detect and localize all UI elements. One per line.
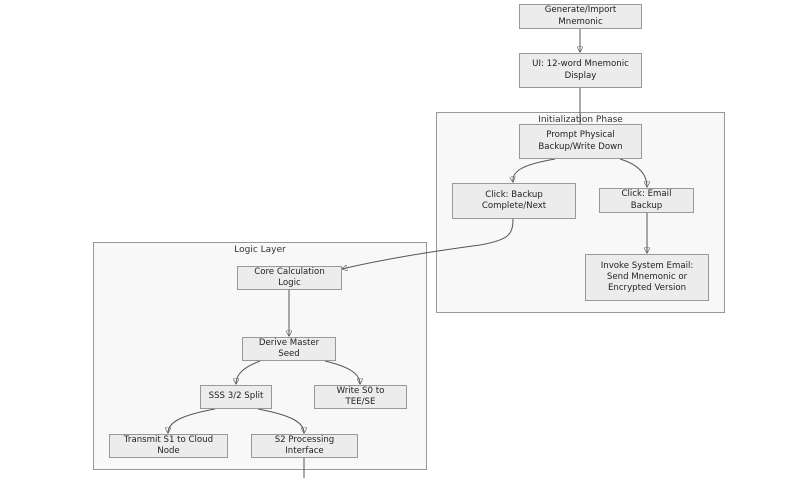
node-prompt-physical-backup: Prompt Physical Backup/Write Down (519, 124, 642, 159)
node-backup-complete: Click: Backup Complete/Next (452, 183, 576, 219)
node-transmit-s1: Transmit S1 to Cloud Node (109, 434, 228, 458)
node-mnemonic-display: UI: 12-word Mnemonic Display (519, 53, 642, 88)
node-sss-split: SSS 3/2 Split (200, 385, 272, 409)
node-derive-master-seed: Derive Master Seed (242, 337, 336, 361)
cluster-logic-label: Logic Layer (234, 245, 286, 255)
node-invoke-system-email: Invoke System Email: Send Mnemonic or En… (585, 254, 709, 301)
node-write-s0: Write S0 to TEE/SE (314, 385, 407, 409)
node-email-backup: Click: Email Backup (599, 188, 694, 213)
node-core-calculation-logic: Core Calculation Logic (237, 266, 342, 290)
cluster-initialization-label: Initialization Phase (538, 115, 623, 125)
node-generate-import-mnemonic: Generate/Import Mnemonic (519, 4, 642, 29)
node-s2-processing-interface: S2 Processing Interface (251, 434, 358, 458)
